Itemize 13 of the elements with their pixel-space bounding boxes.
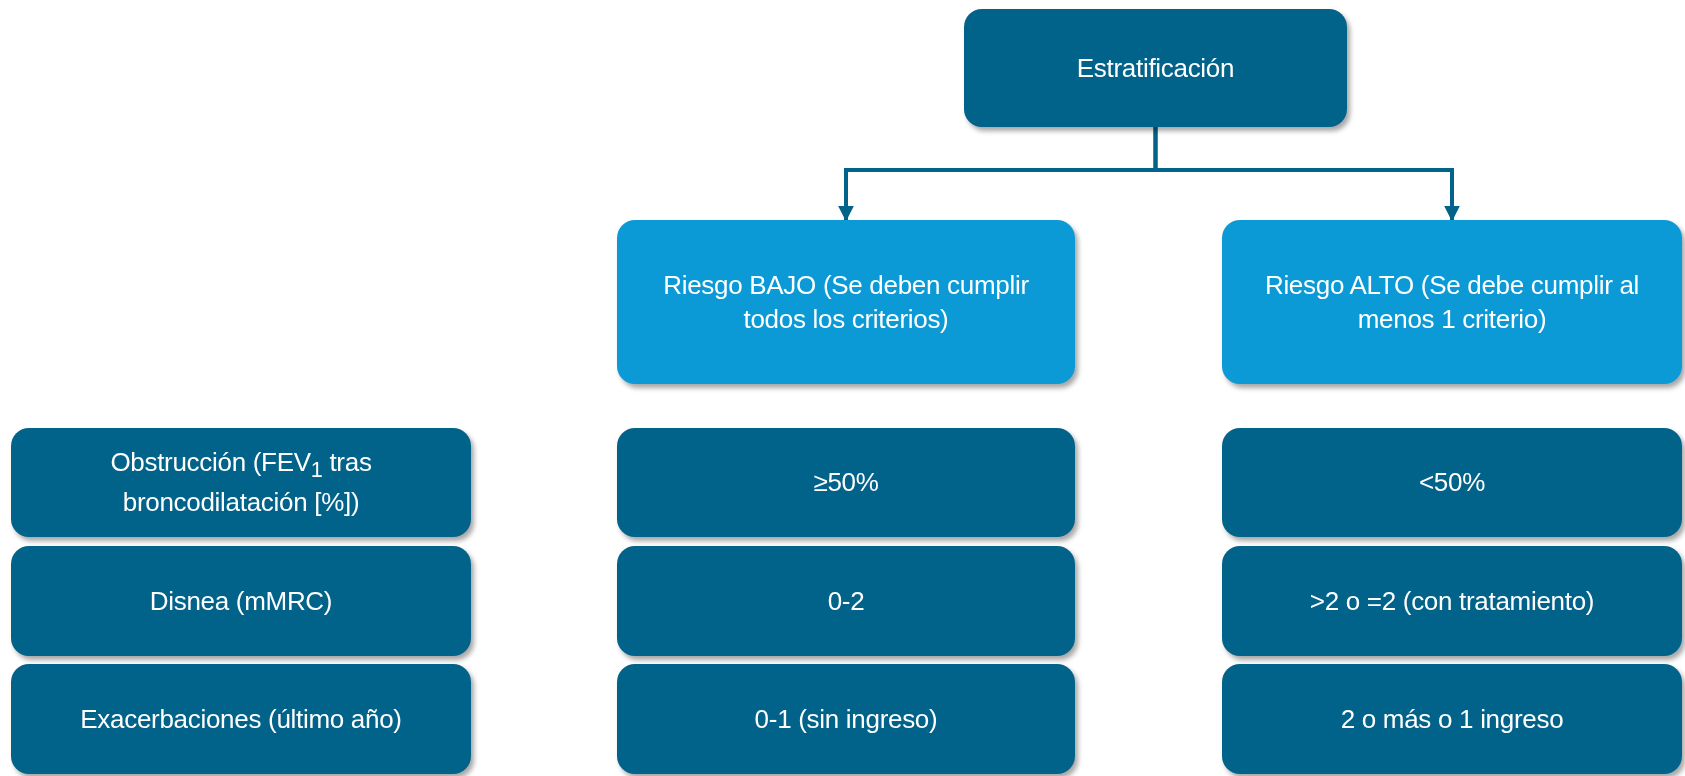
criteria-box: Obstrucción (FEV$_{1}$ tras broncodilatación [%]) [11,428,471,537]
criteria-box: 2 o más o 1 ingreso [1222,664,1682,774]
arrow [1153,127,1460,222]
criteria-box: >2 o =2 (con tratamiento) [1222,546,1682,656]
category-box: Riesgo BAJO (Se deben cumplir todos los criterios) [617,220,1075,384]
criteria-box: ≥50% [617,428,1075,537]
category-box: Riesgo ALTO (Se debe cumplir al menos 1 criterio) [1222,220,1682,384]
criteria-box: Disnea (mMRC) [11,546,471,656]
criteria-box: <50% [1222,428,1682,537]
criteria-box: Exacerbaciones (último año) [11,664,471,774]
criteria-box: 0-2 [617,546,1075,656]
criteria-box: 0-1 (sin ingreso) [617,664,1075,774]
process-box: Estratificación [964,9,1347,127]
